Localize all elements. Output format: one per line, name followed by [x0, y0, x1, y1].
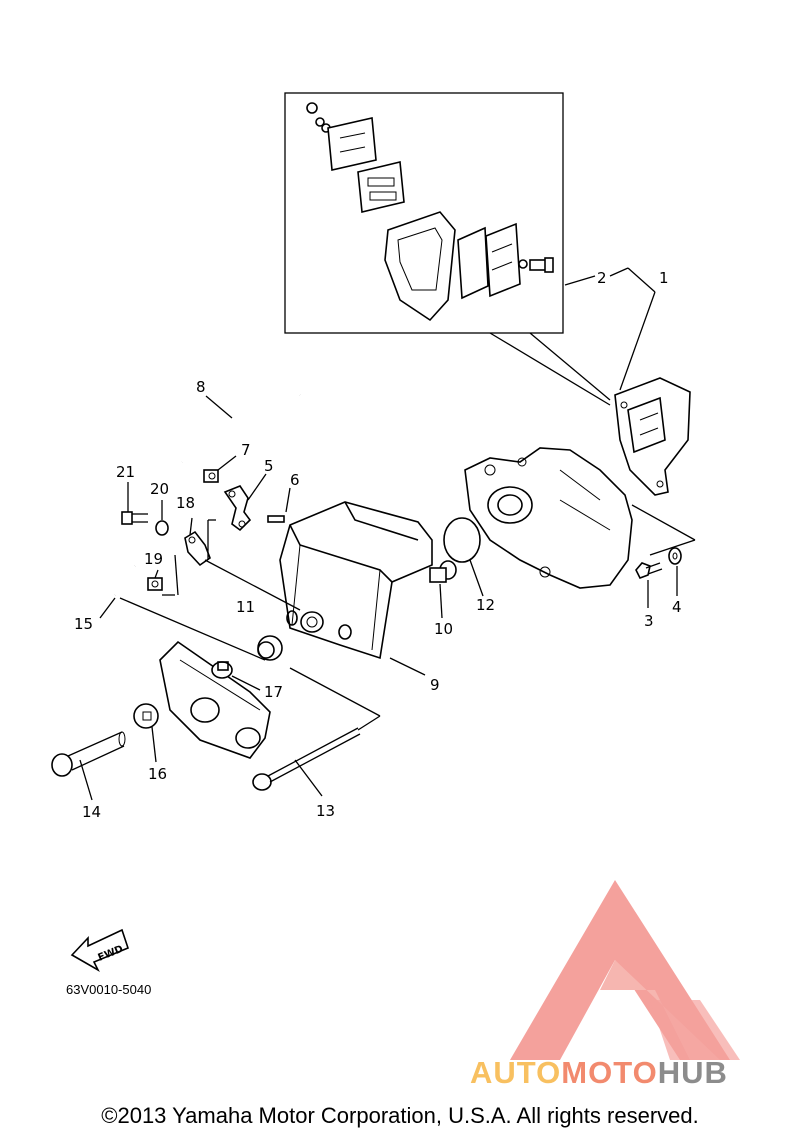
part-label-4: 4	[672, 598, 682, 616]
part-label-11: 11	[236, 598, 255, 616]
washer-20	[155, 500, 169, 536]
link-19	[147, 554, 179, 596]
washer-4	[668, 547, 682, 596]
collar-10	[429, 560, 457, 619]
grommet-11	[257, 635, 283, 661]
part-label-16: 16	[148, 765, 167, 783]
part-label-17: 17	[264, 683, 283, 701]
part-label-10: 10	[434, 620, 453, 638]
silencer-9	[279, 501, 433, 676]
grommet-17	[211, 661, 261, 691]
reed-valve-detail-inset	[284, 92, 611, 406]
copyright-notice: ©2013 Yamaha Motor Corporation, U.S.A. A…	[101, 1103, 699, 1128]
part-label-14: 14	[82, 803, 101, 821]
part-label-5: 5	[264, 457, 274, 475]
pin-6	[267, 487, 291, 523]
part-label-3: 3	[644, 612, 654, 630]
part-label-13: 13	[316, 802, 335, 820]
brand-hub: HUB	[657, 1055, 728, 1090]
watermark-logo	[510, 880, 740, 1060]
lower-cover	[159, 640, 271, 759]
handle-14	[51, 731, 126, 801]
part-label-19: 19	[144, 550, 163, 568]
part-label-1: 1	[659, 269, 669, 287]
leader-1-2	[564, 267, 656, 391]
hose-8	[180, 391, 301, 463]
screw-21	[121, 482, 148, 525]
bracket-5	[223, 473, 267, 532]
engine-block	[464, 447, 633, 589]
brand-moto: MOTO	[561, 1055, 658, 1090]
clamp-7	[203, 455, 237, 483]
gasket-12	[443, 517, 484, 597]
part-label-20: 20	[150, 480, 169, 498]
watermark-brand: AUTOMOTOHUB	[470, 1055, 728, 1091]
part-label-15: 15	[74, 615, 93, 633]
part-label-18: 18	[176, 494, 195, 512]
part-label-9: 9	[430, 676, 440, 694]
part-label-21: 21	[116, 463, 135, 481]
fwd-arrow-icon: FWD	[70, 928, 129, 973]
hose-15	[99, 564, 266, 661]
arm-18	[184, 517, 301, 611]
part-label-7: 7	[241, 441, 251, 459]
reed-valve-assembly	[614, 377, 691, 496]
part-code: 63V0010-5040	[66, 982, 152, 997]
bolt-13	[252, 667, 381, 797]
brand-auto: AUTO	[470, 1055, 562, 1090]
part-label-12: 12	[476, 596, 495, 614]
part-label-8: 8	[196, 378, 206, 396]
bolt-3	[635, 562, 663, 608]
part-label-2: 2	[597, 269, 607, 287]
plug-16	[133, 703, 159, 763]
leader-3-4	[631, 504, 696, 556]
part-label-6: 6	[290, 471, 300, 489]
